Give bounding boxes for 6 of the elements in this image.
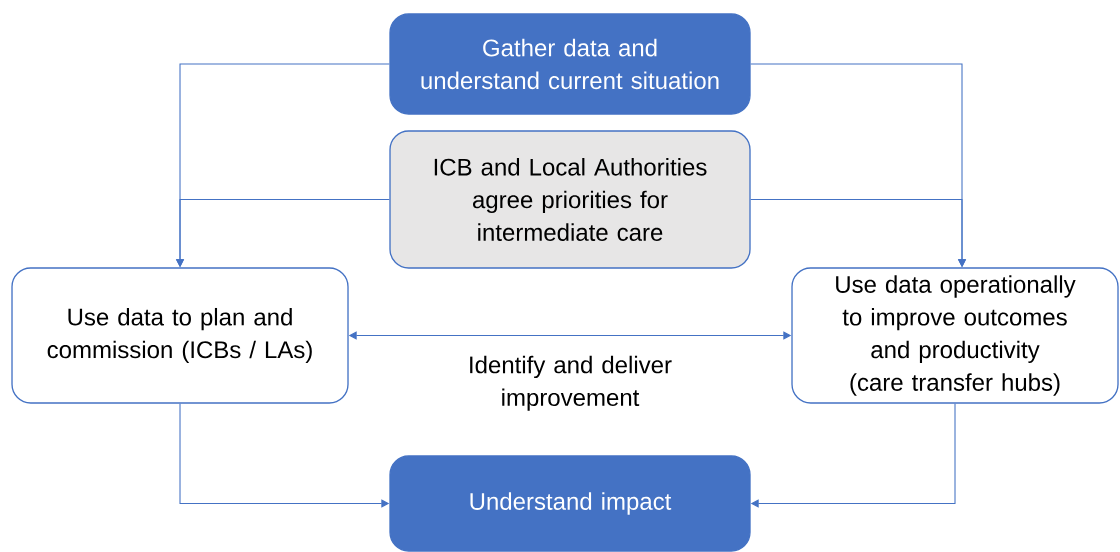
process-box: Use data to plan and commission (ICBs / LAs): [11, 267, 349, 404]
process-box: Use data operationally to improve outcomes and productivity (care transfer hubs): [791, 267, 1119, 404]
process-box: ICB and Local Authorities agree priorities for intermediate care: [389, 130, 751, 269]
edge-label: Identify and deliver improvement: [470, 355, 672, 411]
process-box: Understand impact: [389, 455, 751, 552]
process-box: Gather data and understand current situation: [389, 13, 751, 115]
